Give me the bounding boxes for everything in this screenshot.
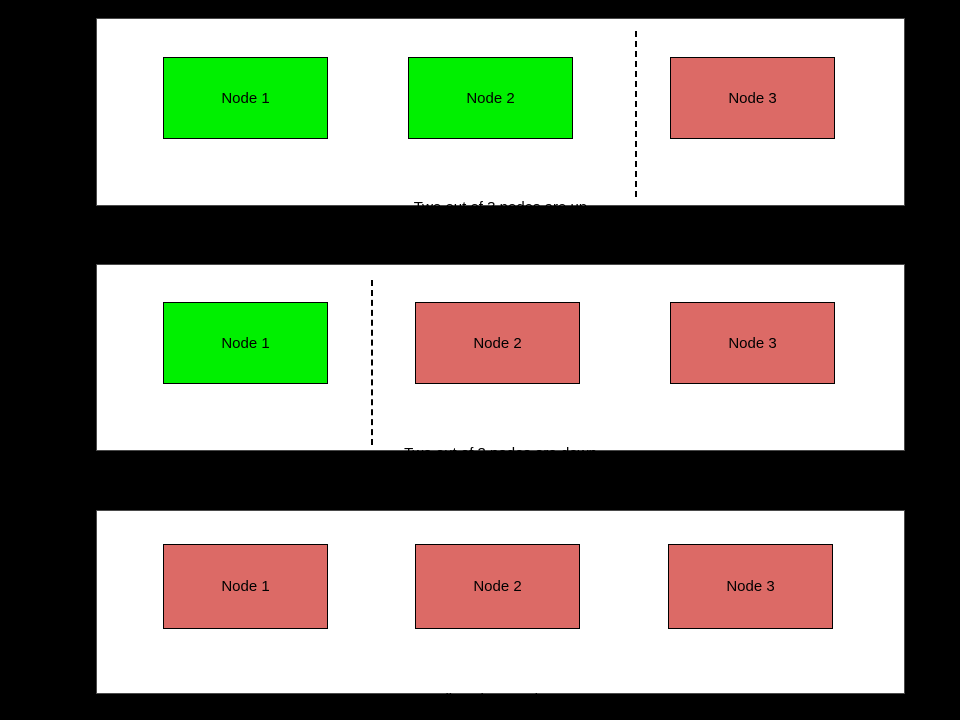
node-label: Node 3 — [728, 89, 777, 107]
partition-divider — [635, 31, 637, 197]
node-label: Node 2 — [473, 578, 522, 595]
node-label: Node 1 — [221, 89, 270, 107]
node-box: Node 3 — [670, 57, 835, 139]
node-box: Node 1 — [163, 544, 328, 629]
node-box: Node 3 — [668, 544, 833, 629]
scenario-panel-two-up: Node 1 Node 2 Node 3 Two out of 3 nodes … — [96, 18, 905, 282]
node-box: Node 2 — [415, 302, 580, 384]
scenario-panel-all-down: Node 1 Node 2 Node 3 All Nodes are down … — [96, 510, 905, 708]
node-label: Node 3 — [726, 578, 775, 595]
node-label: Node 2 — [473, 334, 522, 352]
caption-line-1: All Nodes are down — [435, 691, 566, 708]
caption-line-1: Two out of 3 nodes are up — [413, 199, 588, 216]
partition-divider — [371, 280, 373, 445]
node-box: Node 2 — [415, 544, 580, 629]
node-box: Node 1 — [163, 57, 328, 139]
panel-caption: All Nodes are down Majority Fails & Clus… — [97, 645, 904, 720]
node-box: Node 3 — [670, 302, 835, 384]
node-box: Node 1 — [163, 302, 328, 384]
node-box: Node 2 — [408, 57, 573, 139]
node-label: Node 1 — [221, 578, 270, 595]
node-label: Node 1 — [221, 334, 270, 352]
node-label: Node 3 — [728, 334, 777, 352]
node-label: Node 2 — [466, 89, 515, 107]
scenario-panel-two-down: Node 1 Node 2 Node 3 Two out of 3 nodes … — [96, 264, 905, 528]
caption-line-1: Two out of 3 nodes are down — [404, 445, 597, 462]
